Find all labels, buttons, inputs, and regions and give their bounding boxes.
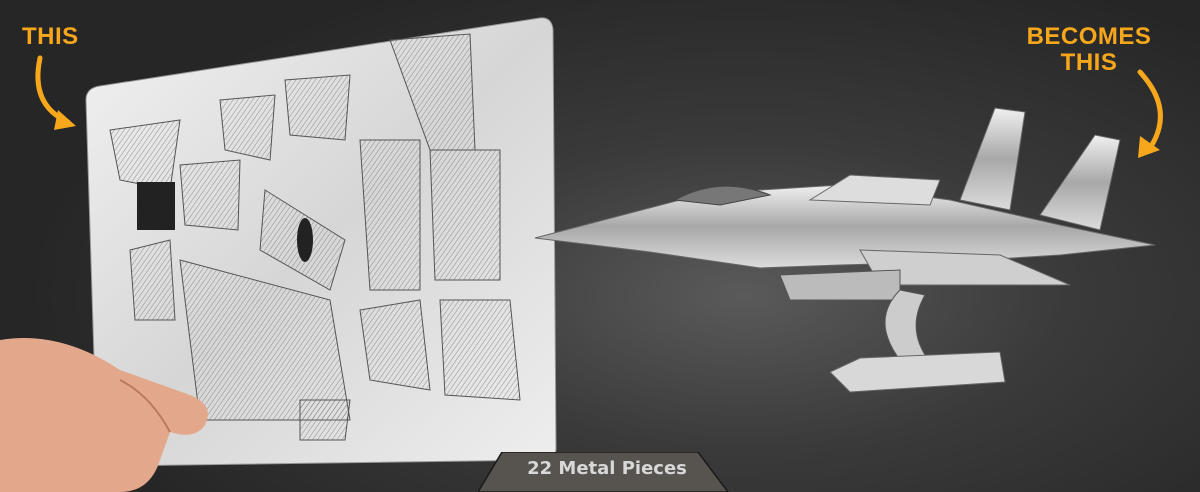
metal-sheet [85, 17, 557, 467]
banner-shape [478, 452, 729, 492]
curved-arrow-left-icon [35, 55, 71, 125]
jet-model [534, 107, 1156, 393]
headline-line-1: BECOMES [1026, 23, 1152, 50]
curved-arrow-right-icon [1137, 69, 1163, 151]
pieces-count-banner: 22 Metal Pieces [527, 458, 687, 479]
headline-line-2: THIS [1060, 49, 1118, 76]
headline-becomes-this: BECOMES THIS [1014, 24, 1164, 76]
hand [0, 338, 208, 492]
headline-this: THIS [22, 23, 79, 50]
